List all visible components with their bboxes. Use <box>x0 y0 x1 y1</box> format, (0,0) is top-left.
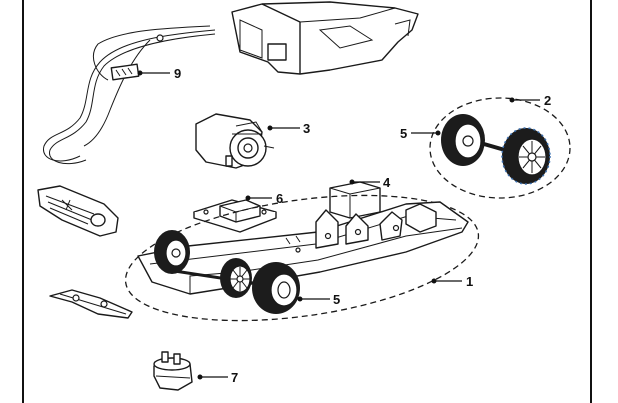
pcb-board-part <box>193 199 277 233</box>
rear-axle-group-outline <box>429 97 571 199</box>
callout-2: 2 <box>509 93 551 108</box>
callout-5-rear-axle: 5 <box>400 126 441 141</box>
front-lip-part <box>49 289 133 319</box>
label-guide-flag: 7 <box>231 370 238 385</box>
callout-4: 4 <box>349 175 391 190</box>
callout-7: 7 <box>197 370 238 385</box>
label-chassis: 1 <box>466 274 473 289</box>
label-pcb-board: 6 <box>276 191 283 206</box>
callout-9: 9 <box>137 66 181 81</box>
label-wire-harness: 9 <box>174 66 181 81</box>
body-shell-part <box>231 1 419 75</box>
callout-6: 6 <box>245 191 283 206</box>
rear-axle-assembly <box>441 114 551 185</box>
callout-1: 1 <box>431 274 473 289</box>
front-grille-part <box>37 185 119 237</box>
label-guide-block: 4 <box>383 175 391 190</box>
front-wheel-left <box>154 230 190 274</box>
right-frame-edge <box>590 0 592 403</box>
guide-flag-part <box>153 351 193 391</box>
label-rear-axle-group: 2 <box>544 93 551 108</box>
wire-harness-part <box>43 25 216 165</box>
left-frame-edge <box>22 0 24 403</box>
motor-part <box>195 113 275 169</box>
callout-5-wheel: 5 <box>297 292 340 307</box>
label-motor: 3 <box>303 121 310 136</box>
label-wheel: 5 <box>333 292 340 307</box>
chassis-group-outline <box>124 194 480 322</box>
label-rear-axle-wheel: 5 <box>400 126 407 141</box>
front-wheel-inner <box>220 258 252 298</box>
guide-block-part <box>329 181 381 219</box>
chassis-part <box>137 201 469 295</box>
rear-wheel-part <box>252 262 300 314</box>
callout-3: 3 <box>267 121 310 136</box>
